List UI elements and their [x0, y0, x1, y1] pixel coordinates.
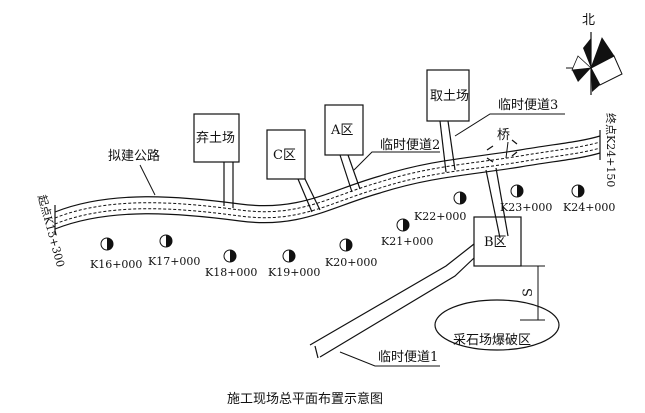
- station-marker: K18+000: [205, 249, 257, 279]
- station-label: K19+000: [268, 266, 320, 279]
- spoil-area-label: 弃土场: [196, 131, 235, 146]
- road-label-leader: [139, 164, 156, 196]
- station-marker: K21+000: [381, 218, 433, 248]
- station-label: K16+000: [90, 258, 142, 271]
- blast-zone: [434, 299, 560, 351]
- station-marker: K17+000: [148, 234, 200, 268]
- station-circle-fill: [289, 250, 295, 262]
- borrow-pit-label: 取土场: [430, 89, 469, 104]
- end-label: 终点K24+150: [604, 113, 618, 187]
- spoil-area-box: [193, 113, 240, 163]
- temp-road-1-label: 临时便道1: [378, 350, 438, 365]
- b-zone-label: B区: [484, 235, 507, 250]
- station-label: K22+000: [414, 210, 466, 223]
- station-marker: K16+000: [90, 237, 142, 271]
- start-label: 起点K15+300: [35, 193, 67, 268]
- temp-road-1-leader: [339, 351, 440, 367]
- station-label: K17+000: [148, 255, 200, 268]
- station-circle-fill: [346, 239, 352, 251]
- c-zone-label: C区: [273, 148, 296, 163]
- station-circle-fill: [166, 235, 172, 247]
- north-label: 北: [582, 13, 595, 28]
- station-circle-fill: [460, 192, 466, 204]
- station-circle-fill: [578, 185, 584, 197]
- station-circle-fill: [230, 250, 236, 262]
- station-label: K18+000: [205, 266, 257, 279]
- temp-road-2-label: 临时便道2: [380, 138, 440, 153]
- distance-label: S: [521, 288, 536, 297]
- blast-zone-label: 采石场爆破区: [453, 333, 531, 348]
- station-label: K20+000: [325, 256, 377, 269]
- c-zone-access-2: [304, 178, 321, 211]
- bridge-leader: [505, 141, 509, 159]
- borrow-pit-access: [439, 120, 447, 173]
- temp-road-3-label: 临时便道3: [498, 98, 558, 113]
- proposed-highway: [54, 135, 601, 230]
- station-marker: K24+000: [563, 184, 615, 214]
- c-zone-box: [266, 129, 306, 180]
- station-marker: K23+000: [500, 184, 552, 214]
- bridge-label: 桥: [497, 128, 510, 143]
- station-marker: K19+000: [268, 249, 320, 279]
- a-zone-box: [324, 104, 364, 156]
- station-label: K21+000: [381, 235, 433, 248]
- station-label: K24+000: [563, 201, 615, 214]
- bridge-symbol: [486, 139, 518, 163]
- a-zone-access: [339, 154, 353, 193]
- station-circle-fill: [107, 238, 113, 250]
- station-label: K23+000: [500, 201, 552, 214]
- a-zone-access-2: [347, 154, 361, 190]
- north-arrow-icon: 北: [566, 13, 623, 95]
- temp-road-3-leader: [454, 113, 565, 137]
- caption: 施工现场总平面布置示意图: [227, 391, 383, 407]
- temp-road-2-leader: [353, 151, 440, 171]
- borrow-pit-access-2: [447, 120, 456, 171]
- b-zone-box: [473, 216, 522, 267]
- b-zone-and-temp-road-1: [309, 167, 522, 359]
- road-label: 拟建公路: [108, 148, 160, 164]
- a-zone-label: A区: [330, 123, 353, 138]
- station-circle-fill: [403, 219, 409, 231]
- station-marker: K20+000: [325, 238, 377, 269]
- c-zone-access: [297, 178, 313, 213]
- station-circle-fill: [517, 185, 523, 197]
- station-marker: K22+000: [414, 191, 467, 223]
